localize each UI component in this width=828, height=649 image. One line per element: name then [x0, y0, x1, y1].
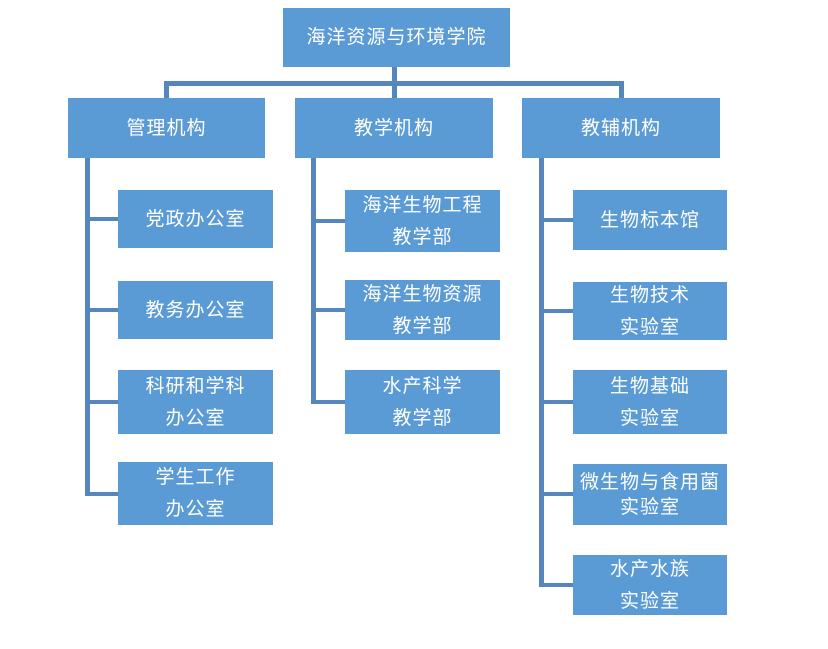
connector-col1-stub-1 — [85, 217, 118, 221]
connector-col3-stub-4 — [539, 492, 573, 496]
node-label: 生物基础 — [609, 374, 690, 397]
connector-branch3-drop — [619, 81, 624, 98]
connector-col2-trunk — [311, 158, 316, 404]
node-party-admin-office: 党政办公室 — [118, 190, 273, 248]
node-biotechnology-lab: 生物技术 实验室 — [573, 282, 727, 340]
connector-col1-stub-4 — [85, 492, 118, 496]
node-aquaculture-science-dept: 水产科学 教学部 — [345, 370, 500, 434]
node-label: 微生物与食用菌 — [579, 470, 720, 493]
node-research-discipline-office: 科研和学科 办公室 — [118, 370, 273, 434]
node-label: 教学机构 — [353, 116, 434, 139]
node-marine-bioresources-dept: 海洋生物资源 教学部 — [345, 280, 500, 340]
node-label: 海洋生物资源 — [362, 282, 483, 305]
connector-col1-trunk — [85, 158, 90, 496]
node-label: 教学部 — [392, 406, 453, 429]
node-label: 实验室 — [619, 406, 680, 429]
node-branch-teaching: 教学机构 — [295, 98, 493, 158]
connector-top-horizontal — [164, 81, 624, 86]
node-label: 海洋生物工程 — [362, 193, 483, 216]
node-label: 党政办公室 — [145, 207, 246, 230]
connector-col3-stub-1 — [539, 218, 573, 222]
node-label: 教辅机构 — [580, 116, 661, 139]
connector-col2-stub-3 — [311, 400, 345, 404]
connector-col2-stub-2 — [311, 308, 345, 312]
node-marine-bioengineering-dept: 海洋生物工程 教学部 — [345, 190, 500, 252]
connector-col2-stub-1 — [311, 219, 345, 223]
connector-col1-stub-3 — [85, 400, 118, 404]
node-microbiology-edible-fungi-lab: 微生物与食用菌 实验室 — [573, 464, 727, 525]
node-branch-management: 管理机构 — [68, 98, 265, 158]
node-college-root: 海洋资源与环境学院 — [283, 8, 510, 67]
node-biological-specimen-museum: 生物标本馆 — [573, 190, 727, 250]
node-aquaculture-aquarium-lab: 水产水族 实验室 — [573, 555, 727, 615]
connector-col3-stub-2 — [539, 309, 573, 313]
node-label: 教学部 — [392, 314, 453, 337]
connector-col3-stub-3 — [539, 400, 573, 404]
node-label: 实验室 — [619, 589, 680, 612]
node-label: 水产科学 — [382, 374, 463, 397]
node-label: 水产水族 — [609, 557, 690, 580]
connector-branch1-drop — [164, 81, 169, 98]
connector-col3-trunk — [539, 158, 544, 587]
node-label: 教务办公室 — [145, 298, 246, 321]
node-label: 实验室 — [619, 315, 680, 338]
node-label: 教学部 — [392, 225, 453, 248]
node-branch-teaching-support: 教辅机构 — [522, 98, 720, 158]
connector-col3-stub-5 — [539, 583, 573, 587]
node-label: 学生工作 — [155, 466, 236, 488]
connector-col1-stub-2 — [85, 308, 118, 312]
node-academic-affairs-office: 教务办公室 — [118, 281, 273, 339]
node-basic-biology-lab: 生物基础 实验室 — [573, 370, 727, 434]
node-label: 办公室 — [165, 498, 226, 520]
node-label: 办公室 — [165, 406, 226, 429]
node-label: 海洋资源与环境学院 — [306, 26, 487, 48]
node-label: 生物标本馆 — [599, 208, 700, 231]
node-label: 管理机构 — [126, 116, 207, 139]
node-label: 科研和学科 — [145, 374, 246, 397]
node-label: 生物技术 — [609, 283, 690, 306]
node-student-affairs-office: 学生工作 办公室 — [118, 462, 273, 525]
node-label: 实验室 — [619, 495, 680, 518]
